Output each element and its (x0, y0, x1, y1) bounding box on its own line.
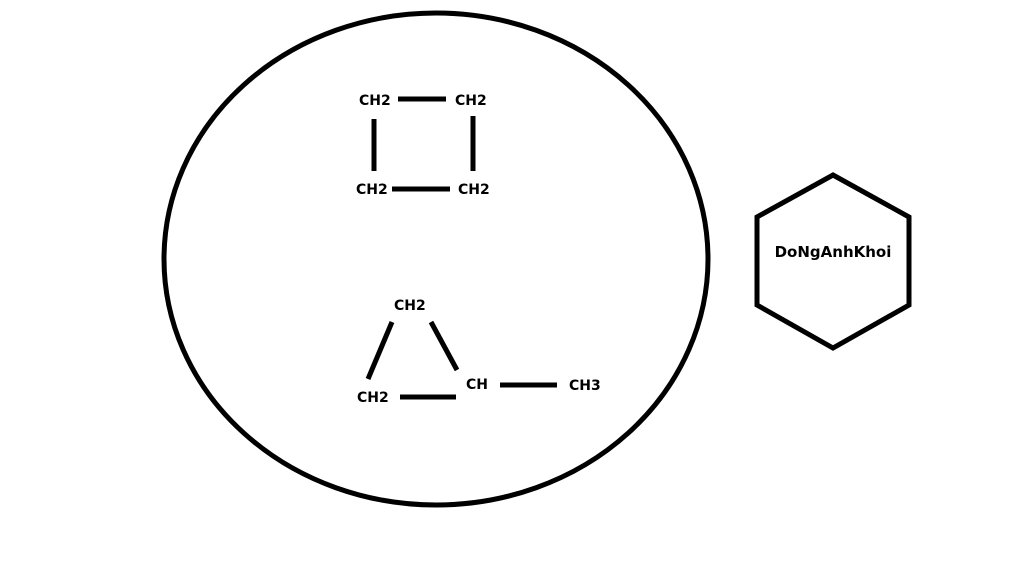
bond-line (365, 321, 395, 380)
hexagon-label: DoNgAnhKhoi (775, 243, 892, 261)
atom-label: CH2 (357, 390, 389, 406)
atom-label: CH3 (569, 378, 601, 394)
atom-label: CH2 (394, 298, 426, 314)
name-hexagon: DoNgAnhKhoi (754, 172, 912, 351)
atom-label: CH2 (359, 93, 391, 109)
methylcyclopropane-structure: CH2 CH2 CH CH3 (357, 298, 601, 406)
cyclobutane-structure: CH2 CH2 CH2 CH2 (356, 93, 490, 198)
atom-label: CH2 (455, 93, 487, 109)
bond-line (428, 320, 460, 372)
enclosing-ellipse (161, 10, 711, 508)
hexagon-outline (754, 172, 912, 351)
atom-label: CH2 (458, 182, 490, 198)
atom-label: CH2 (356, 182, 388, 198)
atom-label: CH (466, 377, 488, 393)
